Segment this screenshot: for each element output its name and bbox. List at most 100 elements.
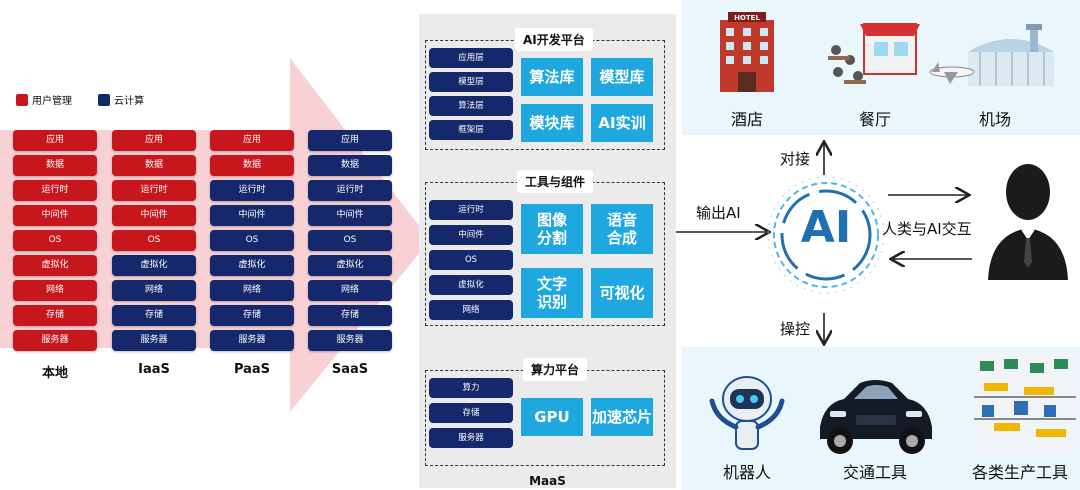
stack-layer[interactable]: 网络 [308, 280, 392, 301]
stack-layer[interactable]: 中间件 [13, 205, 97, 226]
stack-paas: 应用数据运行时中间件 OS 虚拟化网络存储服务器 [210, 130, 294, 355]
stack-layer[interactable]: 存储 [13, 305, 97, 326]
connect-label: 对接 [780, 150, 811, 168]
scene-label-vehicle: 交通工具 [842, 463, 907, 482]
stack-layer[interactable]: 数据 [112, 155, 196, 176]
stack-layer[interactable]: 应用 [112, 130, 196, 151]
tile-model-lib[interactable]: 模型库 [591, 58, 653, 96]
stack-layer[interactable]: 虚拟化 [13, 255, 97, 276]
stack-layer[interactable]: 数据 [308, 155, 392, 176]
stack-layer[interactable]: 应用 [210, 130, 294, 151]
stack-layer[interactable]: 数据 [210, 155, 294, 176]
stack-layer[interactable]: 运行时 [13, 180, 97, 201]
stack-layer[interactable]: 虚拟化 [112, 255, 196, 276]
scene-label-robot: 机器人 [722, 463, 771, 482]
person-icon [988, 164, 1068, 280]
tile-gpu[interactable]: GPU [521, 398, 583, 436]
tools-title: 工具与组件 [517, 170, 594, 193]
tile-algorithm-lib[interactable]: 算法库 [521, 58, 583, 96]
stack-layer[interactable]: 服务器 [210, 330, 294, 351]
tile-visualization[interactable]: 可视化 [591, 268, 653, 318]
compute-layer[interactable]: 服务器 [429, 428, 513, 448]
stack-layer[interactable]: 中间件 [308, 205, 392, 226]
scene-label-restaurant: 餐厅 [858, 110, 891, 129]
tile-ai-training[interactable]: AI实训 [591, 104, 653, 142]
tile-speech-synthesis[interactable]: 语音 合成 [591, 204, 653, 254]
stack-layer[interactable]: 中间件 [112, 205, 196, 226]
ai-hub-arrows [676, 135, 972, 347]
robot-icon [709, 376, 785, 450]
maas-label: MaaS [529, 474, 566, 488]
hotel-icon: HOTEL [720, 12, 774, 92]
stack-layer[interactable]: 存储 [210, 305, 294, 326]
tools-layer[interactable]: 虚拟化 [429, 275, 513, 295]
compute-layer[interactable]: 算力 [429, 378, 513, 398]
stack-layer[interactable]: 网络 [13, 280, 97, 301]
stack-label-saas: SaaS [331, 362, 369, 377]
stack-label-paas: PaaS [233, 362, 271, 377]
stack-saas: 应用数据运行时中间件 OS 虚拟化网络存储服务器 [308, 130, 392, 355]
ai-platform-layer[interactable]: 框架层 [429, 120, 513, 140]
scenes-top-panel: HOTEL 酒店 餐厅 机场 [682, 0, 1080, 135]
stack-label-local: 本地 [41, 366, 68, 381]
stack-layer[interactable]: 存储 [308, 305, 392, 326]
stack-label-iaas: IaaS [138, 362, 170, 377]
compute-title: 算力平台 [523, 358, 588, 381]
tools-layer[interactable]: 中间件 [429, 225, 513, 245]
stack-layer[interactable]: 应用 [308, 130, 392, 151]
legend-item-user: 用户管理 [16, 92, 72, 107]
maas-panel: AI开发平台 应用层 模型层 算法层 框架层 算法库 模型库 模块库 AI实训 … [419, 14, 676, 488]
stack-layer[interactable]: 存储 [112, 305, 196, 326]
legend-swatch-user [16, 93, 28, 106]
stack-layer[interactable]: 服务器 [13, 330, 97, 351]
legend-swatch-cloud [98, 93, 110, 106]
stack-layer[interactable]: OS [112, 230, 196, 251]
tile-text-recognition[interactable]: 文字 识别 [521, 268, 583, 318]
stack-layer[interactable]: 服务器 [112, 330, 196, 351]
scene-label-hotel: 酒店 [730, 110, 763, 129]
legend-label-cloud: 云计算 [114, 96, 144, 107]
stack-layer[interactable]: 虚拟化 [210, 255, 294, 276]
car-icon [820, 380, 932, 454]
tile-module-lib[interactable]: 模块库 [521, 104, 583, 142]
stack-local: 应用数据运行时中间件 OS 虚拟化网络存储服务器 [13, 130, 97, 355]
hotel-sign: HOTEL [734, 14, 760, 22]
tile-accelerator-chip[interactable]: 加速芯片 [591, 398, 653, 436]
stack-layer[interactable]: 运行时 [210, 180, 294, 201]
stack-layer[interactable]: 数据 [13, 155, 97, 176]
ai-platform-title: AI开发平台 [515, 28, 593, 51]
control-label: 操控 [780, 320, 811, 338]
legend-item-cloud: 云计算 [98, 92, 144, 107]
legend-label-user: 用户管理 [32, 96, 72, 107]
factory-icon [974, 353, 1076, 453]
tools-layer[interactable]: OS [429, 250, 513, 270]
stack-layer[interactable]: 服务器 [308, 330, 392, 351]
human-ai-label: 人类与AI交互 [882, 220, 972, 238]
ai-platform-layer[interactable]: 应用层 [429, 48, 513, 68]
restaurant-icon [828, 23, 920, 84]
tools-layer[interactable]: 网络 [429, 300, 513, 320]
output-ai-label: 输出AI [696, 204, 741, 222]
ai-center-text: AI [800, 202, 852, 253]
airport-icon [929, 24, 1054, 86]
scenes-bottom-panel: 机器人 交通工具 各类生产工具 [682, 347, 1080, 490]
ai-platform-layer[interactable]: 模型层 [429, 72, 513, 92]
stack-layer[interactable]: 虚拟化 [308, 255, 392, 276]
stack-layer[interactable]: 网络 [112, 280, 196, 301]
legend: 用户管理 云计算 [16, 92, 144, 107]
stack-iaas: 应用数据运行时中间件 OS 虚拟化网络存储服务器 [112, 130, 196, 355]
tools-layer[interactable]: 运行时 [429, 200, 513, 220]
scene-label-airport: 机场 [978, 110, 1011, 129]
tile-image-segmentation[interactable]: 图像 分割 [521, 204, 583, 254]
stack-layer[interactable]: 应用 [13, 130, 97, 151]
stack-layer[interactable]: OS [308, 230, 392, 251]
scene-label-production-tools: 各类生产工具 [971, 463, 1068, 482]
compute-layer[interactable]: 存储 [429, 403, 513, 423]
stack-layer[interactable]: OS [13, 230, 97, 251]
stack-layer[interactable]: 运行时 [112, 180, 196, 201]
stack-layer[interactable]: 运行时 [308, 180, 392, 201]
stack-layer[interactable]: 网络 [210, 280, 294, 301]
stack-layer[interactable]: 中间件 [210, 205, 294, 226]
ai-platform-layer[interactable]: 算法层 [429, 96, 513, 116]
stack-layer[interactable]: OS [210, 230, 294, 251]
